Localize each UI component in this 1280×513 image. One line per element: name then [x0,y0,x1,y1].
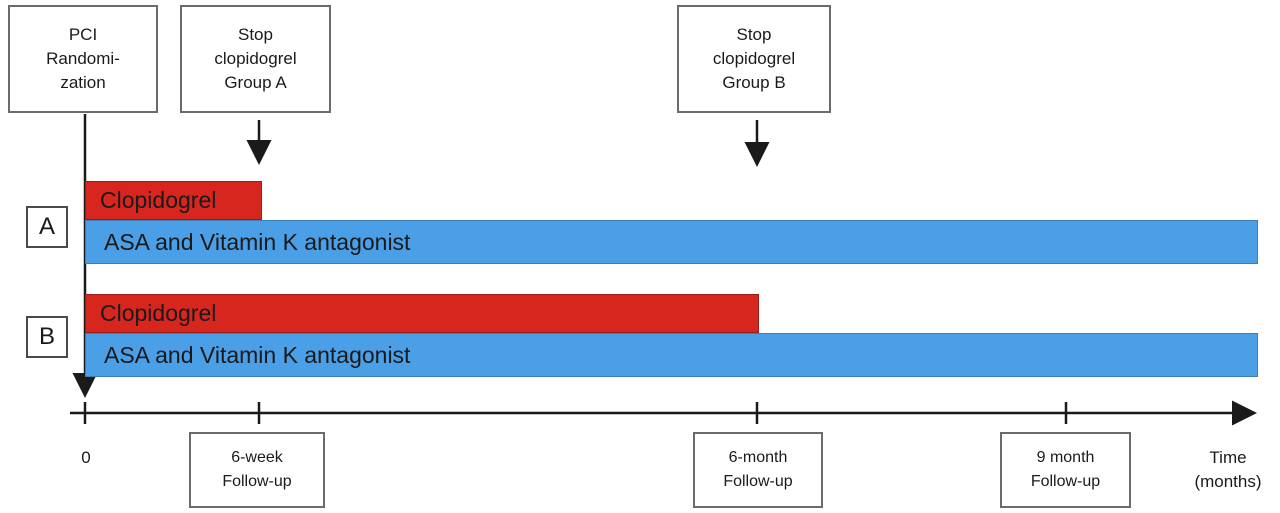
pci-line-1: PCI [68,25,98,44]
six-month-line-1: 6-month [728,449,788,466]
group-b-asa-vka-bar: ASA and Vitamin K antagonist [85,333,1258,377]
group-a-asa-vka-bar: ASA and Vitamin K antagonist [85,220,1258,264]
stop-b-line-3: Group B [722,73,786,92]
axis-zero-label: 0 [81,448,91,467]
nine-month-line-2: Follow-up [1030,473,1101,490]
six-month-line-2: Follow-up [723,473,793,490]
group-a-clopidogrel-bar: Clopidogrel [85,181,262,220]
group-b-asa-vka-label: ASA and Vitamin K antagonist [104,341,411,368]
stop-clopidogrel-group-a-box: Stop clopidogrel Group A [180,5,331,113]
stop-b-line-2: clopidogrel [712,49,796,68]
time-axis-label: Time (months) [1178,446,1278,494]
time-label-line-1: Time [1209,448,1247,467]
pci-line-2: Randomi- [46,49,120,68]
group-b-clopidogrel-label: Clopidogrel [100,300,217,326]
six-week-line-2: Follow-up [222,473,292,490]
stop-clopidogrel-group-b-box: Stop clopidogrel Group B [677,5,831,113]
nine-month-line-1: 9 month [1036,449,1095,466]
group-a-clopidogrel-label: Clopidogrel [100,187,217,213]
group-b-label: B [26,316,68,358]
time-label-line-2: (months) [1194,472,1262,491]
pci-line-3: zation [60,73,106,92]
pci-randomization-box: PCI Randomi- zation [8,5,158,113]
stop-b-line-1: Stop [736,25,772,44]
group-a-label: A [26,206,68,248]
group-b-clopidogrel-bar: Clopidogrel [85,294,759,333]
group-a-asa-vka-label: ASA and Vitamin K antagonist [104,228,411,255]
nine-month-followup-box: 9 month Follow-up [1000,432,1131,508]
stop-a-line-2: clopidogrel [214,49,297,68]
six-week-followup-box: 6-week Follow-up [189,432,325,508]
six-month-followup-box: 6-month Follow-up [693,432,823,508]
stop-a-line-3: Group A [224,73,287,92]
six-week-line-1: 6-week [231,449,283,466]
stop-a-line-1: Stop [238,25,273,44]
